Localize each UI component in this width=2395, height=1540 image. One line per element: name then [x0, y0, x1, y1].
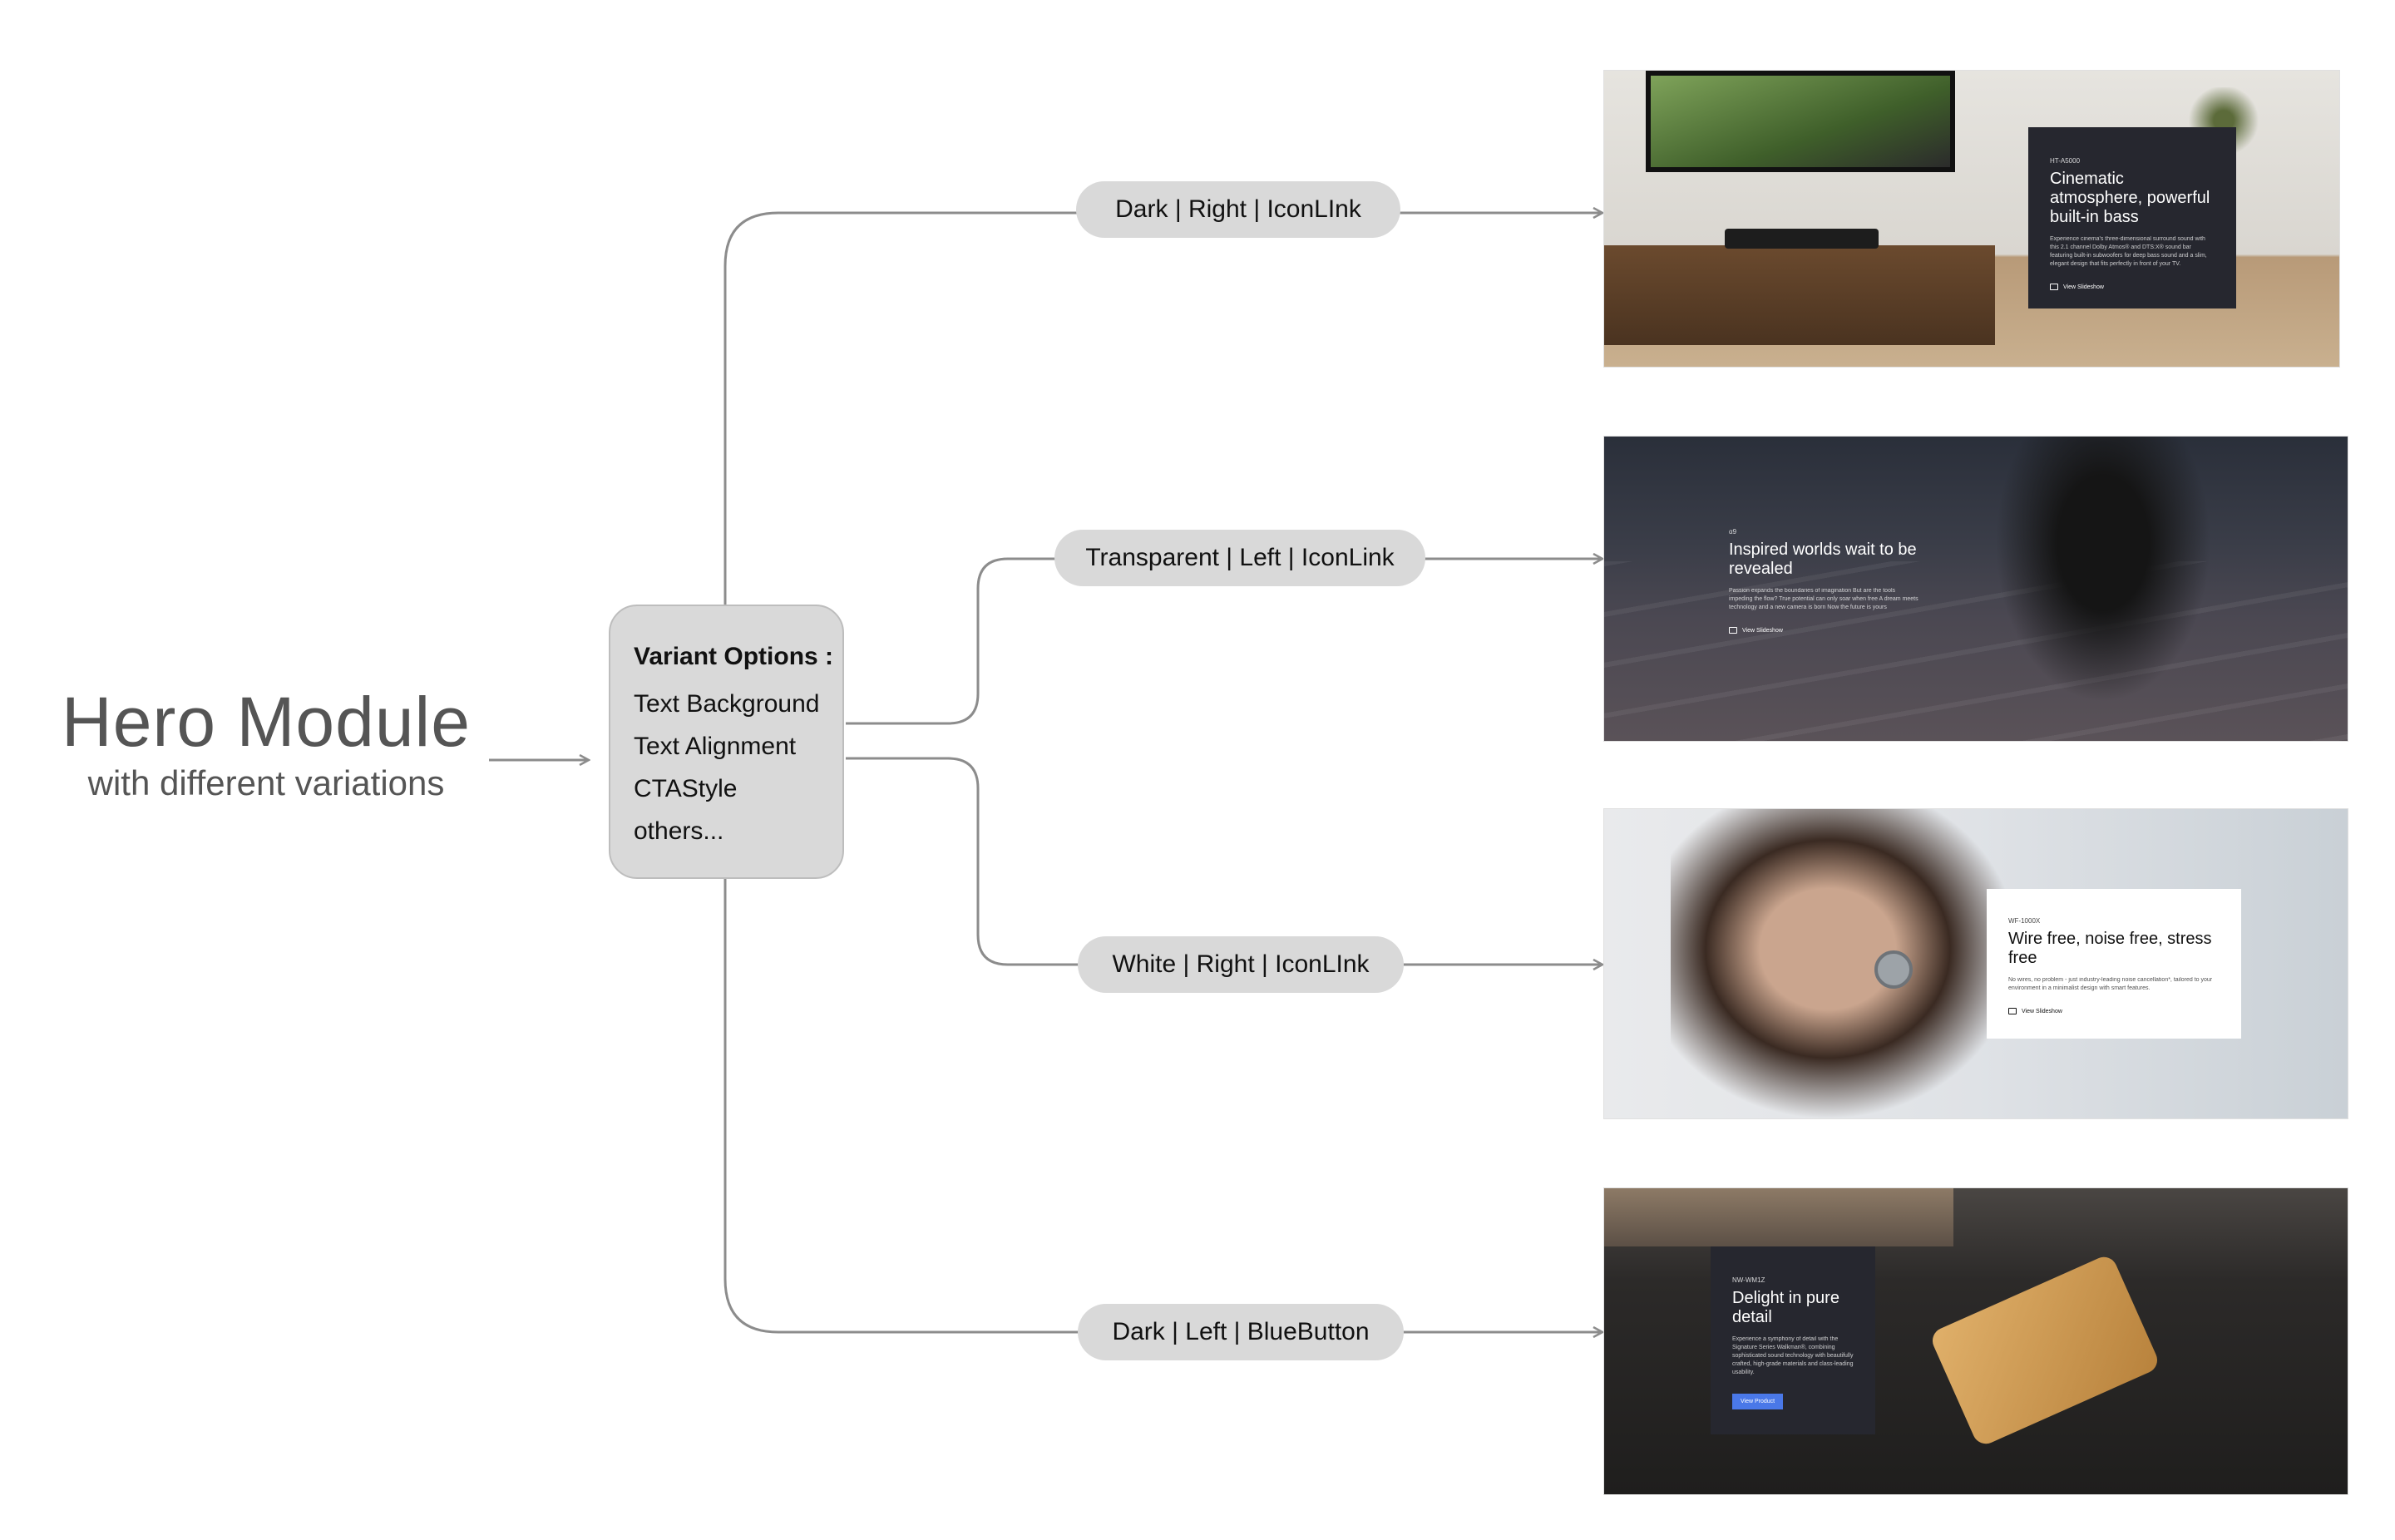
option-item: others... [634, 817, 724, 845]
card-eyebrow: α9 [1729, 528, 1737, 536]
hero-text-card: α9 Inspired worlds wait to be revealed P… [1729, 528, 1920, 653]
card-body: No wires, no problem - just industry-lea… [2008, 977, 2213, 991]
slideshow-icon [2050, 284, 2058, 290]
blue-button[interactable]: View Product [1732, 1394, 1784, 1409]
branch-2-line [846, 557, 1056, 725]
track-image [1604, 561, 2348, 741]
branch-3-line [846, 757, 1079, 966]
icon-link[interactable]: View Slideshow [2008, 1008, 2220, 1014]
variant-pill-dark-left: Dark | Left | BlueButton [1078, 1304, 1404, 1360]
slideshow-icon [2008, 1008, 2017, 1014]
variant-pill-white-right: White | Right | IconLInk [1078, 936, 1404, 993]
hero-text-card: WF-1000X Wire free, noise free, stress f… [1987, 889, 2241, 1039]
variant-pill-dark-right: Dark | Right | IconLInk [1076, 181, 1400, 238]
icon-link[interactable]: View Slideshow [2050, 284, 2215, 290]
card-body: Experience cinema's three-dimensional su… [2050, 236, 2207, 267]
hero-preview-white-right: WF-1000X Wire free, noise free, stress f… [1603, 808, 2348, 1119]
variant-pill-transparent-left: Transparent | Left | IconLink [1054, 530, 1425, 586]
card-headline: Inspired worlds wait to be revealed [1729, 540, 1917, 578]
icon-link[interactable]: View Slideshow [1729, 627, 1920, 634]
hero-preview-dark-left: NW-WM1Z Delight in pure detail Experienc… [1603, 1187, 2348, 1495]
card-eyebrow: WF-1000X [2008, 917, 2041, 925]
slideshow-icon [1729, 627, 1737, 634]
hero-preview-dark-right: HT-A5000 Cinematic atmosphere, powerful … [1603, 70, 2340, 368]
card-eyebrow: NW-WM1Z [1732, 1276, 1765, 1284]
books-image [1604, 1188, 1953, 1246]
card-headline: Wire free, noise free, stress free [2008, 930, 2212, 967]
option-item: Text Alignment [634, 733, 797, 760]
hero-text-card: NW-WM1Z Delight in pure detail Experienc… [1711, 1246, 1875, 1434]
options-heading: Variant Options : [634, 643, 834, 670]
soundbar-image [1725, 229, 1879, 249]
card-body: Passion expands the boundaries of imagin… [1729, 588, 1918, 610]
tv-image [1646, 71, 1955, 172]
option-item: CTAStyle [634, 775, 738, 802]
diagram-title: Hero Module with different variations [50, 682, 482, 805]
walkman-player-image [1928, 1252, 2162, 1449]
card-eyebrow: HT-A5000 [2050, 157, 2081, 165]
variant-options-box: Variant Options : Text Background Text A… [609, 605, 844, 879]
runner-legs-image [1995, 437, 2211, 703]
card-headline: Delight in pure detail [1732, 1289, 1839, 1326]
option-item: Text Background [634, 690, 820, 718]
branch-4-line [723, 879, 1079, 1334]
card-headline: Cinematic atmosphere, powerful built-in … [2050, 170, 2210, 226]
title-subtitle: with different variations [87, 763, 445, 802]
icon-link-label: View Slideshow [1742, 627, 1783, 634]
card-body: Experience a symphony of detail with the… [1732, 1336, 1854, 1375]
title-main: Hero Module [62, 683, 471, 761]
icon-link-label: View Slideshow [2063, 284, 2104, 290]
hero-preview-transparent-left: α9 Inspired worlds wait to be revealed P… [1603, 436, 2348, 742]
woman-portrait-image [1671, 809, 2020, 1118]
branch-1-line [723, 211, 1078, 605]
hero-text-card: HT-A5000 Cinematic atmosphere, powerful … [2028, 127, 2236, 308]
tv-cabinet-image [1604, 245, 1995, 345]
earbud-image [1874, 950, 1913, 989]
icon-link-label: View Slideshow [2022, 1008, 2062, 1014]
